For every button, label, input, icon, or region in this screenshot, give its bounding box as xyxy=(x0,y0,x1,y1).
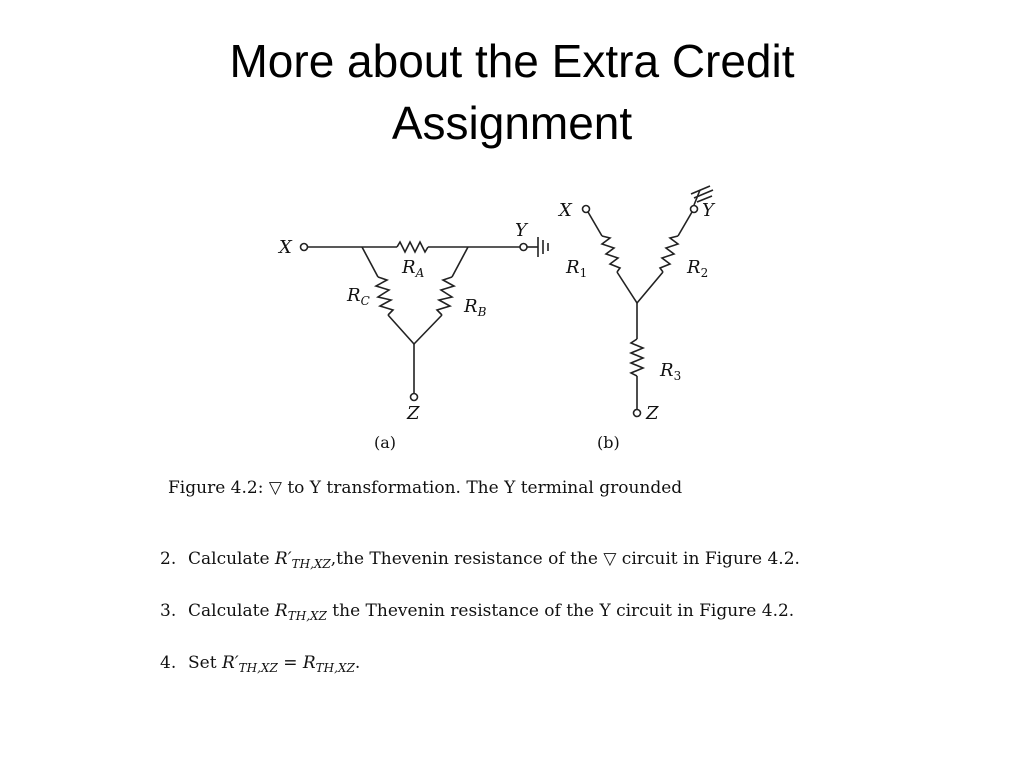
resistor-ra-label: RA xyxy=(401,257,425,280)
list-item: 4. Set R′TH,XZ = RTH,XZ. xyxy=(160,650,880,682)
resistor-r3 xyxy=(628,338,646,377)
delta-x-label: X xyxy=(277,237,293,258)
step-number: 3. xyxy=(160,601,177,621)
delta-z-terminal xyxy=(409,392,419,402)
step-text: Set xyxy=(188,653,222,673)
caption-text: to Y transformation. The Y terminal grou… xyxy=(287,478,683,498)
circuit-diagram-svg: X Y Z RA RC RB X Y Z R1 R2 R3 (a) (b) xyxy=(277,185,716,452)
resistor-r2 xyxy=(658,235,680,273)
step-text: Calculate xyxy=(188,549,275,569)
list-item: 2. Calculate R′TH,XZ,the Thevenin resist… xyxy=(160,546,880,578)
ground-icon xyxy=(537,237,549,257)
wye-y-terminal xyxy=(689,204,699,214)
wye-z-label: Z xyxy=(645,403,659,424)
step-text: ,the Thevenin resistance of the xyxy=(330,549,604,569)
resistor-ra xyxy=(396,240,429,254)
step-number: 2. xyxy=(160,549,177,569)
subfigure-a-label: (a) xyxy=(374,433,396,452)
step-text: Calculate xyxy=(188,601,275,621)
math-symbol: R′ xyxy=(221,653,239,673)
delta-symbol: ▽ xyxy=(603,549,617,569)
math-subscript: TH,XZ xyxy=(238,661,278,675)
caption-prefix: Figure 4.2: xyxy=(168,478,264,498)
figure-caption: Figure 4.2: ▽ to Y transformation. The Y… xyxy=(168,478,682,498)
resistor-r1-label: R1 xyxy=(565,257,587,280)
resistor-rc xyxy=(373,276,395,316)
step-number: 4. xyxy=(160,653,177,673)
step-text: circuit in Figure 4.2. xyxy=(616,549,800,569)
delta-circuit xyxy=(299,237,549,402)
step-text: the Thevenin resistance of the Y circuit… xyxy=(326,601,795,621)
delta-y-label: Y xyxy=(515,220,529,241)
math-subscript: TH,XZ xyxy=(291,557,331,571)
delta-y-terminal xyxy=(519,242,528,252)
slide-title: More about the Extra Credit Assignment xyxy=(0,30,1024,154)
math-subscript: TH,XZ xyxy=(287,609,327,623)
subfigure-b-label: (b) xyxy=(597,433,620,452)
math-subscript: TH,XZ xyxy=(315,661,355,675)
delta-symbol: ▽ xyxy=(268,478,282,498)
math-symbol: R xyxy=(302,653,316,673)
circuit-figure: X Y Z RA RC RB X Y Z R1 R2 R3 (a) (b) xyxy=(250,176,750,466)
wye-z-terminal xyxy=(632,408,642,418)
equals-sign: = xyxy=(277,653,303,673)
steps-list: 2. Calculate R′TH,XZ,the Thevenin resist… xyxy=(160,546,880,702)
wye-y-label: Y xyxy=(702,200,716,221)
delta-z-label: Z xyxy=(406,403,420,424)
math-symbol: R′ xyxy=(274,549,292,569)
resistor-rb xyxy=(435,276,457,316)
slide-title-line-1: More about the Extra Credit xyxy=(229,35,795,87)
step-text: . xyxy=(354,653,361,673)
wye-circuit xyxy=(581,185,714,418)
resistor-r2-label: R2 xyxy=(686,257,708,280)
math-symbol: R xyxy=(274,601,288,621)
resistor-rb-label: RB xyxy=(463,296,487,319)
resistor-r1 xyxy=(600,235,622,273)
wye-x-terminal xyxy=(581,204,591,214)
delta-x-terminal xyxy=(299,242,309,252)
resistor-rc-label: RC xyxy=(346,285,370,308)
list-item: 3. Calculate RTH,XZ the Thevenin resista… xyxy=(160,598,880,630)
slide-title-line-2: Assignment xyxy=(391,97,633,149)
wye-x-label: X xyxy=(557,200,573,221)
resistor-r3-label: R3 xyxy=(659,360,681,383)
ground-icon xyxy=(690,185,714,206)
